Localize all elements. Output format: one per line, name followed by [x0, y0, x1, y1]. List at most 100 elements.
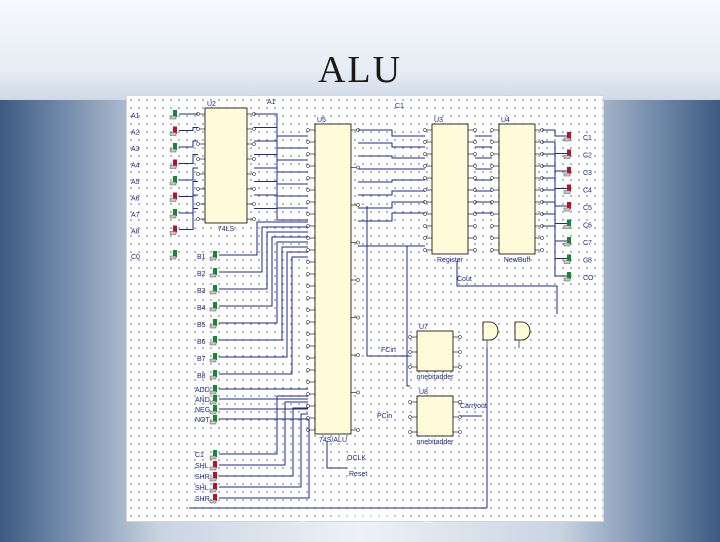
- control-label: SHL: [195, 485, 209, 492]
- chip-u4-pin-right-end: [540, 248, 544, 252]
- net-label-c1: C1: [395, 103, 404, 110]
- wire-out: [542, 153, 567, 172]
- chip-u8-pin-left-end: [408, 415, 412, 419]
- net-label-pcin: PCin: [377, 413, 392, 420]
- chip-u5-pin-left-end: [306, 392, 310, 396]
- wire-u2-u5: [254, 140, 308, 161]
- net-label-fcin: FCin: [381, 347, 396, 354]
- wire-u2-u5: [254, 127, 308, 149]
- chip-u4-ref: U4: [501, 117, 510, 124]
- chip-u3-pin-left-end: [423, 224, 427, 228]
- input-a-switch: [173, 110, 177, 117]
- input-a-switch-base: [169, 132, 177, 136]
- chip-u4-pin-left-end: [490, 164, 494, 168]
- input-a-switch: [173, 159, 177, 167]
- wire-a: [179, 140, 198, 148]
- chip-u7-pin-right-end: [458, 350, 462, 354]
- chip-u2-pin-left-end: [196, 202, 200, 206]
- control-switch: [213, 472, 217, 479]
- chip-u7-ref: U7: [419, 324, 428, 331]
- wire-u2-u5: [254, 154, 308, 173]
- input-a-switch-base: [169, 198, 177, 202]
- chip-u5-pin-right-end: [356, 315, 360, 320]
- wire-a: [179, 167, 198, 181]
- wire-control: [219, 401, 308, 466]
- chip-u5-pin-left-end: [306, 200, 310, 204]
- chip-u2-ref: U2: [207, 101, 216, 108]
- input-b-switch-base: [209, 256, 217, 261]
- watermark-arc: [290, 515, 440, 542]
- chip-u4-pin-left-end: [490, 236, 494, 240]
- op-switch-base: [209, 400, 217, 405]
- input-a-switch: [173, 143, 177, 150]
- chip-u3-pin-left-end: [423, 140, 427, 144]
- input-cin-label: C0: [131, 254, 140, 261]
- wire-b: [219, 256, 308, 375]
- wire-reset: [326, 441, 347, 469]
- chip-u3-pin-left-end: [423, 128, 427, 132]
- chip-u8: [416, 395, 454, 437]
- chip-u3-pin-right-end: [473, 248, 477, 252]
- input-b-switch: [213, 285, 217, 292]
- chip-u3-pin-right-end: [473, 224, 477, 228]
- chip-u5-pin-left-end: [306, 356, 310, 360]
- op-switch: [213, 395, 217, 402]
- chip-u3-pin-left-end: [423, 176, 427, 180]
- chip-u8-ref: U8: [419, 389, 428, 396]
- net-label-carryout: Carryout: [460, 403, 487, 410]
- output-label: C4: [583, 188, 592, 195]
- chip-u4-pin-left-end: [490, 128, 494, 132]
- input-b-switch-base: [209, 341, 217, 346]
- wire-b: [219, 231, 308, 290]
- input-b-switch-base: [209, 324, 217, 329]
- output-indicator: [567, 219, 571, 227]
- op-switch-base: [209, 410, 217, 415]
- chip-u5-pin-left-end: [306, 260, 310, 264]
- chip-u2-part: 74LS: [218, 226, 235, 233]
- output-indicator-base: [563, 225, 571, 229]
- wire-u5-u3: [358, 190, 425, 196]
- op-label: NEG: [195, 407, 210, 414]
- chip-u2-pin-right-end: [252, 172, 256, 176]
- chip-u2-pin-left-end: [196, 217, 200, 221]
- input-b-switch: [213, 336, 217, 343]
- chip-u3-pin-right-end: [473, 236, 477, 240]
- input-b-label: B6: [197, 339, 206, 346]
- chip-u4-pin-left-end: [490, 140, 494, 144]
- chip-u4-part: NewBuff: [504, 257, 530, 264]
- output-indicator: [567, 202, 571, 209]
- chip-u5-pin-right-end: [356, 390, 360, 395]
- chip-u4-pin-left-end: [490, 152, 494, 156]
- input-b-label: B1: [197, 254, 206, 261]
- chip-u5-pin-right-end: [356, 240, 360, 245]
- op-label: AND: [195, 397, 210, 404]
- input-b-label: B5: [197, 322, 206, 329]
- input-b-switch: [213, 251, 217, 258]
- input-b-switch: [213, 302, 217, 309]
- op-switch-base: [209, 390, 217, 395]
- op-switch-base: [209, 420, 217, 425]
- input-b-label: B7: [197, 356, 206, 363]
- output-indicator-base: [563, 190, 571, 194]
- output-indicator: [567, 254, 571, 262]
- output-label: C2: [583, 153, 592, 160]
- chip-u5-pin-left-end: [306, 188, 310, 192]
- chip-u8-part: onebitadder: [417, 439, 455, 446]
- chip-u7-part: onebitadder: [417, 374, 455, 381]
- wire-a: [179, 127, 198, 131]
- output-indicator-base: [563, 277, 571, 282]
- wire-b: [219, 251, 308, 358]
- chip-u7-pin-right-end: [458, 335, 462, 339]
- input-a-label: A7: [131, 212, 140, 219]
- chip-u7: [416, 330, 454, 372]
- title-band: [0, 0, 720, 100]
- output-indicator-base: [563, 155, 571, 159]
- wire-u5-u3: [358, 129, 425, 137]
- output-indicator: [567, 132, 571, 139]
- input-b-switch-base: [209, 273, 217, 278]
- chip-u3-pin-right-end: [473, 176, 477, 180]
- control-switch-base: [209, 466, 217, 471]
- input-a-switch: [173, 176, 177, 183]
- chip-u2-pin-left-end: [196, 142, 200, 146]
